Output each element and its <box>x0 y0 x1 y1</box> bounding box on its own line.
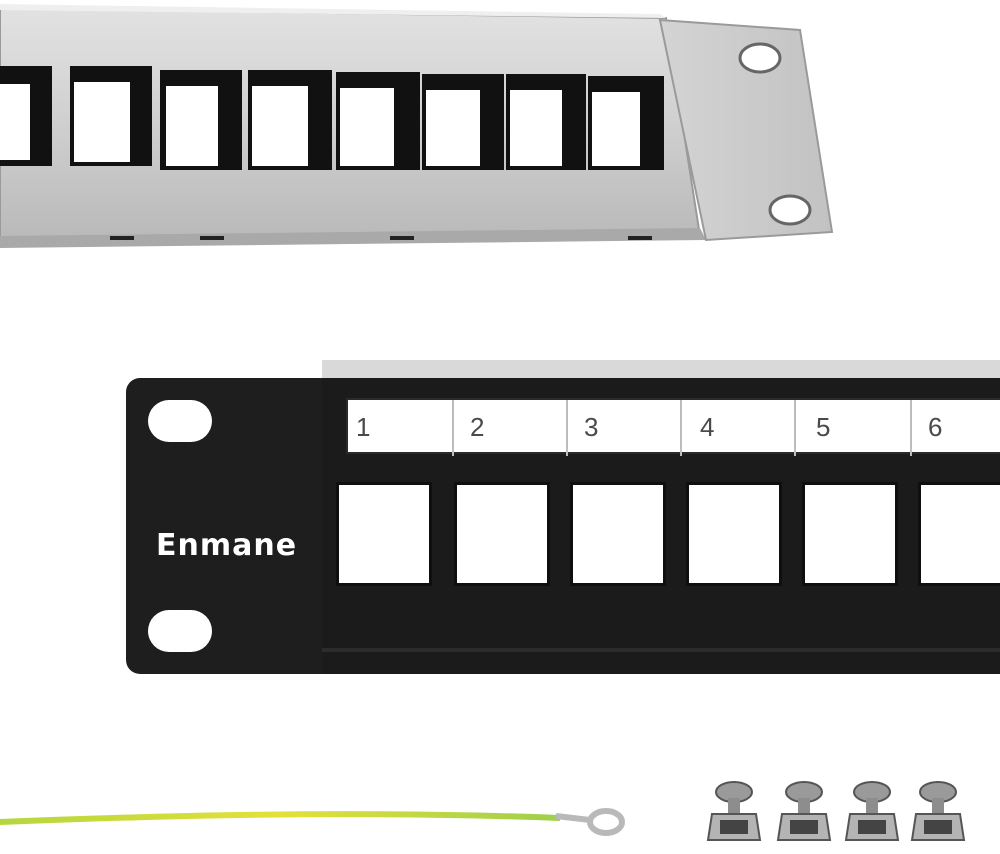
mounting-hole-top <box>148 400 212 442</box>
label-divider <box>794 400 796 456</box>
port-label-1: 1 <box>356 412 371 442</box>
cage-nut-screw-icon <box>910 781 966 841</box>
keystone-port-6 <box>918 482 1000 586</box>
keystone-port-2 <box>454 482 550 586</box>
port-label-2: 2 <box>470 412 485 442</box>
panel-top-rim <box>322 360 1000 380</box>
port-label-5: 5 <box>816 412 831 442</box>
port-label-strip: 1 2 3 4 5 6 <box>346 398 1000 456</box>
keystone-port-5 <box>802 482 898 586</box>
port-label-4: 4 <box>700 412 715 442</box>
ear-hole-top <box>738 42 782 74</box>
panel-face: 1 2 3 4 5 6 <box>322 378 1000 674</box>
label-divider <box>910 400 912 456</box>
panel-bottom-edge <box>322 648 1000 652</box>
cage-nut-screw-icon <box>706 781 762 841</box>
label-divider <box>680 400 682 456</box>
cage-nut-screw-icon <box>776 781 832 841</box>
rack-ear-left: Enmane <box>126 378 322 674</box>
port-label-3: 3 <box>584 412 599 442</box>
ear-hole-bottom <box>768 194 812 226</box>
ground-wire-icon <box>0 808 625 836</box>
keystone-port-3 <box>570 482 666 586</box>
silver-blank-panel <box>0 4 834 248</box>
black-keystone-patch-panel: Enmane 1 2 3 4 5 6 <box>120 360 1000 690</box>
brand-logo: Enmane <box>156 528 298 563</box>
label-divider <box>566 400 568 456</box>
mounting-hole-bottom <box>148 610 212 652</box>
keystone-port-4 <box>686 482 782 586</box>
port-label-6: 6 <box>928 412 943 442</box>
cage-nut-screw-icon <box>844 781 900 841</box>
label-divider <box>452 400 454 456</box>
keystone-port-1 <box>336 482 432 586</box>
